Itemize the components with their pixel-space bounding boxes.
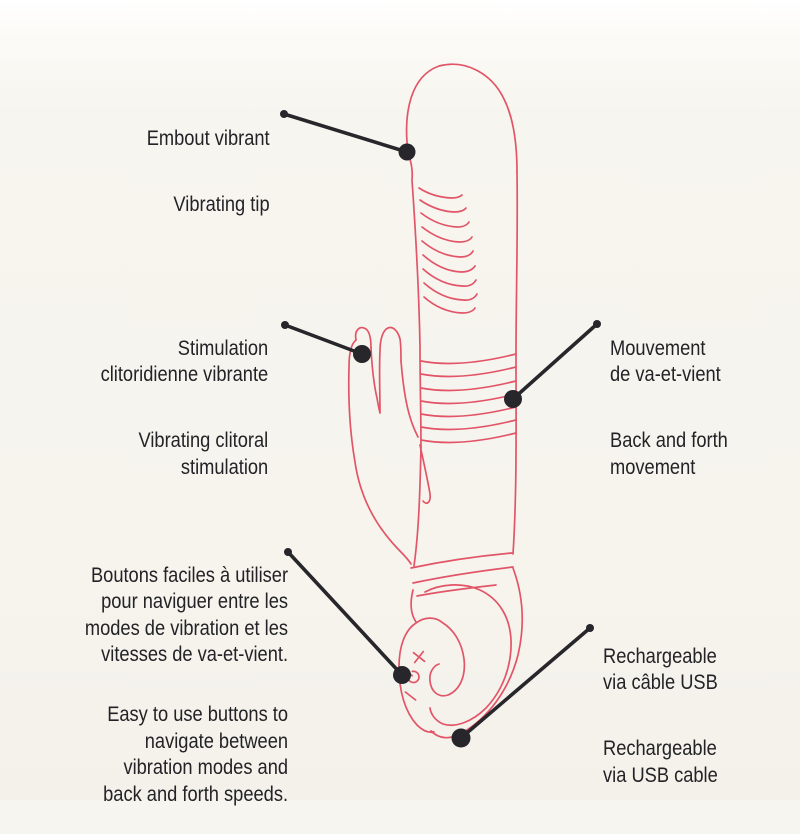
- tip-rib: [422, 268, 477, 287]
- tip-rib: [423, 282, 478, 301]
- handle-loop-outer: [430, 567, 523, 739]
- callout-buttons-text-dot: [284, 548, 292, 556]
- label-clitoral-stimulation-fr: Stimulation clitoridienne vibrante: [100, 335, 268, 387]
- tip-rib: [420, 212, 470, 228]
- callout-clitoral-text-dot: [281, 321, 289, 329]
- shaft-ring: [420, 419, 517, 431]
- label-easy-buttons-en: Easy to use buttons to navigate between …: [103, 702, 288, 806]
- device-shaft-left-edge: [407, 151, 422, 448]
- label-rechargeable-usb-en: Rechargeable via USB cable: [603, 736, 718, 787]
- device-shaft-right-edge: [512, 171, 519, 555]
- clitoral-arm-inner-edge: [400, 360, 419, 438]
- callout-lines: [280, 110, 601, 748]
- label-clitoral-stimulation: Stimulation clitoridienne vibrante Vibra…: [100, 308, 268, 507]
- handle-loop-mid: [424, 584, 512, 727]
- label-easy-buttons-fr: Boutons faciles à utiliser pour naviguer…: [84, 562, 288, 667]
- callout-movement-target-dot: [504, 390, 522, 408]
- tip-rib: [423, 296, 476, 314]
- shaft-rings: [420, 353, 517, 444]
- plus-icon: [412, 650, 426, 664]
- tip-rib: [421, 240, 474, 258]
- callout-tip-text-dot: [280, 110, 288, 118]
- handle-curl-inner: [429, 622, 466, 697]
- label-back-and-forth-movement: Mouvement de va-et-vient Back and forth …: [610, 308, 728, 507]
- device-tip-outline: [405, 63, 518, 173]
- callout-recharge-target-dot: [451, 728, 471, 748]
- tip-rib: [419, 199, 467, 213]
- callout-movement: [504, 320, 601, 408]
- callout-recharge: [451, 624, 594, 748]
- callout-buttons-target-dot: [393, 666, 411, 684]
- collar-line: [410, 552, 513, 569]
- label-rechargeable-usb-fr: Rechargeable via câble USB: [603, 643, 718, 695]
- handle-neck-left: [410, 589, 417, 623]
- label-vibrating-tip-fr: Embout vibrant: [147, 125, 270, 150]
- clitoral-arm-prong-left: [354, 326, 372, 349]
- tip-rib: [418, 187, 463, 199]
- label-vibrating-tip: Embout vibrant Vibrating tip: [147, 98, 270, 244]
- shaft-ring: [420, 380, 517, 392]
- minus-icon-stroke: [404, 691, 417, 701]
- callout-movement-text-dot: [593, 320, 601, 328]
- label-back-and-forth-movement-fr: Mouvement de va-et-vient: [610, 335, 721, 387]
- callout-tip-target-dot: [398, 143, 416, 161]
- collar-line: [416, 584, 497, 597]
- callout-tip: [280, 110, 416, 161]
- button-pod: [398, 622, 435, 734]
- label-rechargeable-usb: Rechargeable via câble USB Rechargeable …: [603, 616, 718, 815]
- callout-clitoral: [281, 321, 371, 363]
- shaft-ring: [420, 393, 517, 405]
- tip-rib: [422, 254, 476, 273]
- minus-icon: [404, 691, 417, 701]
- callout-clitoral-target-dot: [353, 345, 371, 363]
- collar-line: [412, 566, 514, 584]
- device-drawing: [347, 63, 523, 739]
- device-diagram-art: [280, 63, 601, 748]
- clitoral-arm-prong-gap: [370, 327, 389, 414]
- clitoral-arm-outer-edge: [347, 339, 412, 565]
- clitoral-arm-prong-right: [387, 326, 402, 362]
- body-collar: [410, 552, 514, 597]
- plus-icon-strokes: [412, 650, 426, 664]
- shaft-ring: [420, 366, 517, 378]
- tip-ribs: [418, 187, 478, 314]
- label-clitoral-stimulation-en: Vibrating clitoral stimulation: [138, 428, 268, 479]
- tip-rib: [421, 226, 473, 243]
- shaft-ring: [420, 432, 517, 444]
- shaft-ring: [420, 353, 517, 365]
- label-easy-buttons: Boutons faciles à utiliser pour naviguer…: [85, 535, 288, 834]
- device-body-left-edge: [413, 446, 422, 567]
- callout-recharge-text-dot: [586, 624, 594, 632]
- label-vibrating-tip-en: Vibrating tip: [173, 191, 270, 216]
- handle-loop: [398, 567, 523, 739]
- callout-buttons: [284, 548, 411, 684]
- button-pod-top: [415, 617, 444, 624]
- label-back-and-forth-movement-en: Back and forth movement: [610, 428, 728, 479]
- clitoral-arm-junction: [419, 444, 431, 504]
- shaft-ring: [420, 406, 517, 418]
- clitoral-arm: [347, 326, 431, 565]
- diagram-page: Embout vibrant Vibrating tip Stimulation…: [0, 0, 800, 806]
